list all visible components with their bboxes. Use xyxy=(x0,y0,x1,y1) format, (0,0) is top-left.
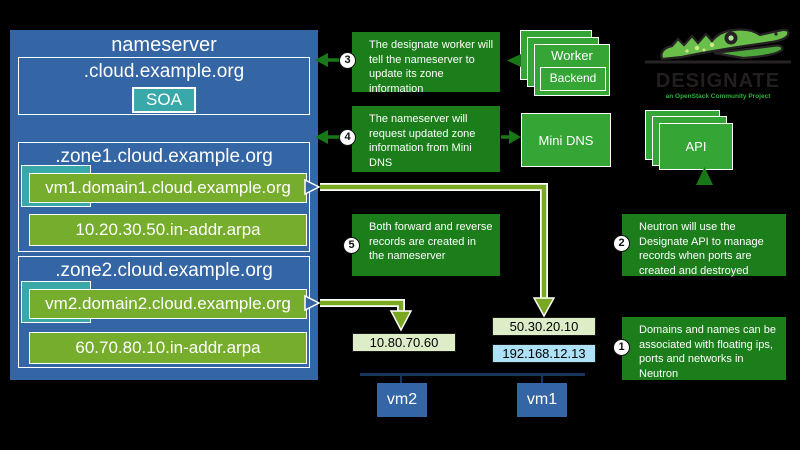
vm1-box: vm1 xyxy=(517,383,567,417)
arrow-vm2record-to-ip-icon xyxy=(304,294,413,332)
vm1-network-tick xyxy=(541,376,543,384)
note-1-number: 1 xyxy=(613,339,630,356)
backend-box: Backend xyxy=(540,67,606,91)
arrow-note4-to-nameserver-icon xyxy=(315,130,341,144)
logo-tagline: an OpenStack Community Project xyxy=(665,93,771,100)
note-5-box: Both forward and reverse records are cre… xyxy=(352,214,500,276)
api-card: API xyxy=(659,123,733,170)
vm2-box: vm2 xyxy=(377,383,427,417)
zone2-label: .zone2.cloud.example.org xyxy=(55,260,273,281)
note-4-box: The nameserver will request updated zone… xyxy=(352,106,500,172)
note-1-box: Domains and names can be associated with… xyxy=(622,317,786,380)
note-3-box: The designate worker will tell the names… xyxy=(352,32,500,95)
root-zone-label: .cloud.example.org xyxy=(83,61,245,82)
crocodile-logo-icon xyxy=(645,28,791,64)
vm1-floating-ip: 50.30.20.10 xyxy=(492,317,596,336)
designate-logo: DESIGNATE an OpenStack Community Project xyxy=(638,10,798,102)
worker-label: Worker xyxy=(551,48,593,63)
zone2-forward-record: vm2.domain2.cloud.example.org xyxy=(29,289,307,319)
arrow-worker-to-note3-icon xyxy=(507,54,521,67)
vm2-floating-ip: 10.80.70.60 xyxy=(352,333,456,352)
nameserver-panel: nameserver .cloud.example.org SOA .zone1… xyxy=(10,30,318,380)
worker-card: Worker Backend xyxy=(534,44,610,96)
mini-dns-label: Mini DNS xyxy=(538,132,594,148)
network-bus-line xyxy=(360,373,585,376)
zone2-box: .zone2.cloud.example.org vm2.domain2.clo… xyxy=(18,256,310,368)
note-2-box: Neutron will use the Designate API to ma… xyxy=(622,214,786,277)
root-zone-box: .cloud.example.org SOA xyxy=(18,57,310,115)
note-5-number: 5 xyxy=(343,237,360,254)
vm1-fixed-ip: 192.168.12.13 xyxy=(492,344,596,363)
zone1-label: .zone1.cloud.example.org xyxy=(55,146,273,167)
nameserver-title: nameserver xyxy=(111,34,217,56)
note-4-number: 4 xyxy=(339,129,356,146)
note-3-number: 3 xyxy=(339,52,356,69)
zone1-box: .zone1.cloud.example.org vm1.domain1.clo… xyxy=(18,142,310,252)
arrow-note3-to-nameserver-icon xyxy=(315,53,341,67)
logo-wordmark: DESIGNATE xyxy=(655,70,781,92)
note-2-number: 2 xyxy=(613,235,630,252)
mini-dns-box: Mini DNS xyxy=(521,113,611,167)
vm2-network-tick xyxy=(400,376,402,384)
zone1-reverse-record: 10.20.30.50.in-addr.arpa xyxy=(29,214,307,246)
api-label: API xyxy=(685,139,707,154)
zone1-forward-record: vm1.domain1.cloud.example.org xyxy=(29,173,307,203)
soa-record-box: SOA xyxy=(132,87,196,113)
arrow-note4-to-minidns-icon xyxy=(501,130,521,144)
zone2-reverse-record: 60.70.80.10.in-addr.arpa xyxy=(29,332,307,364)
